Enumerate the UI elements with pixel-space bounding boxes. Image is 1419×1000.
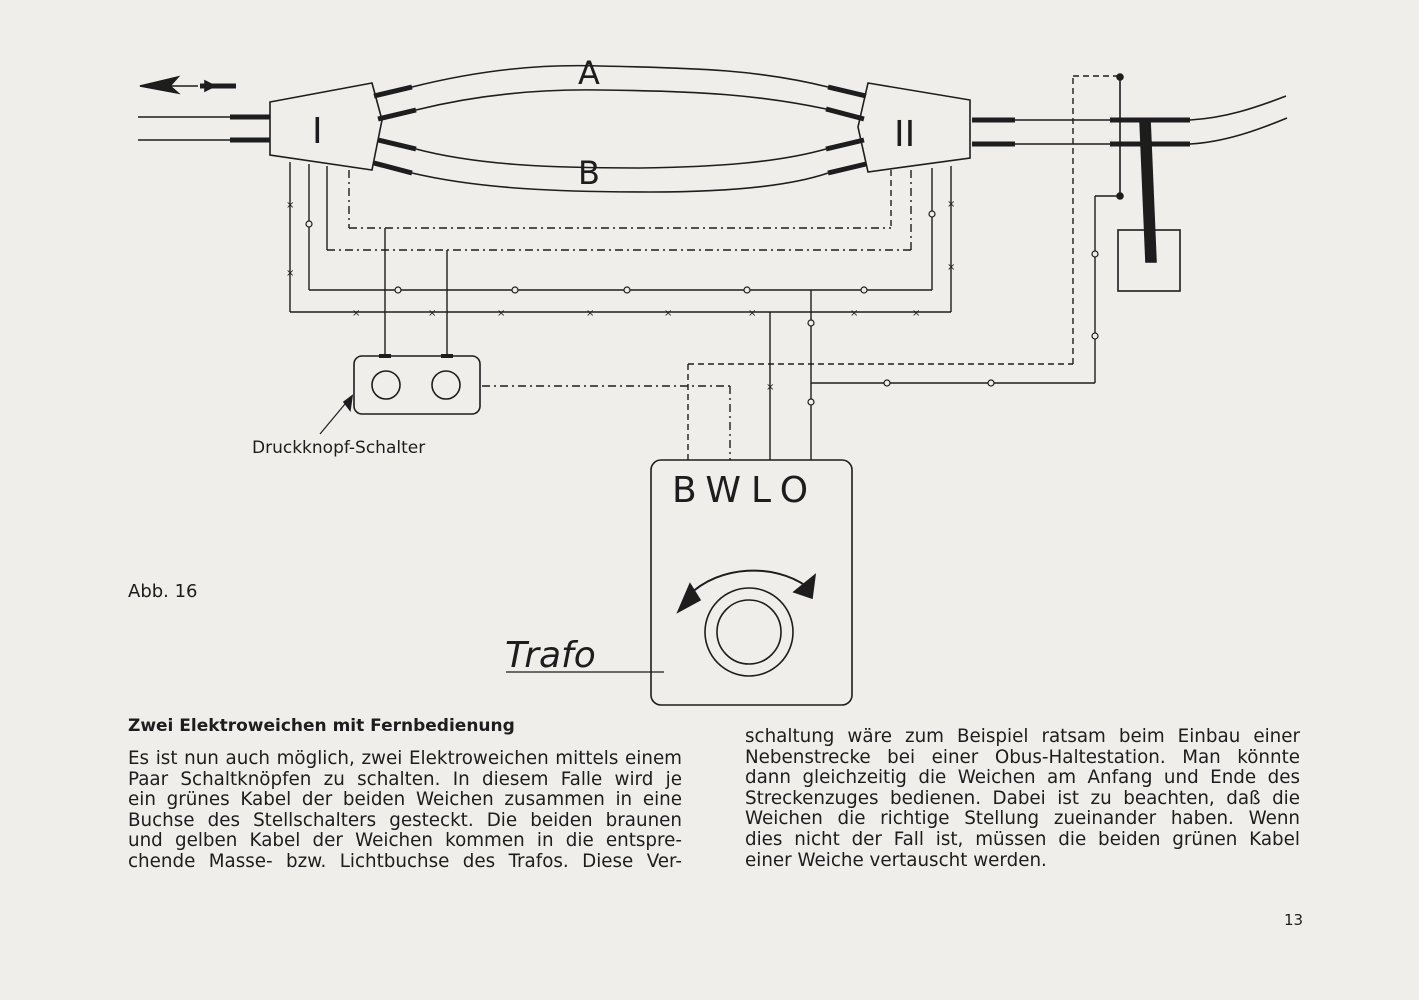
text-line: schaltung wäre zum Beispiel ratsam beim … (745, 726, 1300, 747)
text-line: Buchse des Stellschalters gesteckt. Die … (128, 809, 682, 831)
page-number: 13 (1284, 911, 1304, 929)
svg-text:×: × (286, 268, 294, 279)
track-b (373, 137, 867, 193)
svg-text:×: × (428, 308, 436, 319)
paragraph-right-column: schaltung wäre zum Beispiel ratsam beim … (745, 726, 1300, 871)
transformer-icon (506, 459, 853, 706)
text-line: Nebenstrecke bei einer Obus-Haltestation… (745, 746, 1300, 768)
transformer-label: Trafo (505, 635, 596, 676)
wire-cross-markers: × × × × × × × × × × × × × (286, 199, 955, 393)
text-line: dies nicht der Fall ist, müssen die beid… (745, 828, 1300, 850)
wiring-lines (289, 75, 1120, 460)
text-line: chende Masse- bzw. Lichtbuchse des Trafo… (128, 850, 682, 872)
track-left (138, 114, 270, 143)
paragraph-left-column: Es ist nun auch möglich, zwei Elektrowei… (128, 748, 682, 873)
pushbutton-switch-icon (319, 354, 481, 435)
text-line: Paar Schaltknöpfen zu schalten. In diese… (128, 768, 682, 790)
text-line: Es ist nun auch möglich, zwei Elektrowei… (128, 748, 682, 769)
svg-text:×: × (664, 308, 672, 319)
svg-text:×: × (850, 308, 858, 319)
track-b-label: B (578, 154, 600, 192)
svg-text:×: × (748, 308, 756, 319)
turnout-1-label: I (312, 111, 323, 152)
signal-post-icon (1116, 73, 1181, 292)
text-line: ein grünes Kabel der beiden Weichen zusa… (128, 789, 682, 811)
direction-arrow-icon (139, 75, 236, 95)
text-line: und gelben Kabel der Weichen kommen in d… (128, 830, 682, 852)
section-heading: Zwei Elektroweichen mit Fernbedienung (128, 716, 515, 736)
text-line: dann gleichzeitig die Weichen am Anfang … (745, 767, 1300, 789)
transformer-sockets-label: BWLO (672, 470, 818, 511)
svg-text:×: × (352, 308, 360, 319)
svg-text:×: × (947, 262, 955, 273)
svg-text:×: × (586, 308, 594, 319)
figure-caption: Abb. 16 (128, 581, 198, 602)
pushbutton-switch-label: Druckknopf-Schalter (252, 438, 425, 458)
svg-text:×: × (766, 382, 774, 393)
turnout-2-label: II (894, 114, 915, 155)
track-a (373, 64, 867, 122)
wire-junction-markers (305, 210, 1099, 406)
svg-text:×: × (286, 200, 294, 211)
turnout-1-body (269, 82, 383, 171)
text-line: Streckenzuges bedienen. Dabei ist zu bea… (745, 787, 1300, 809)
text-line: einer Weiche vertauscht werden. (745, 849, 1047, 871)
track-right (972, 95, 1288, 147)
diagram-labels: A B I II Druckknopf-Schalter Trafo BWLO (252, 54, 915, 676)
track-a-label: A (578, 54, 600, 92)
text-line: Weichen die richtige Stellung zueinander… (745, 808, 1300, 830)
svg-text:×: × (912, 308, 920, 319)
svg-text:×: × (497, 308, 505, 319)
svg-text:×: × (947, 199, 955, 210)
